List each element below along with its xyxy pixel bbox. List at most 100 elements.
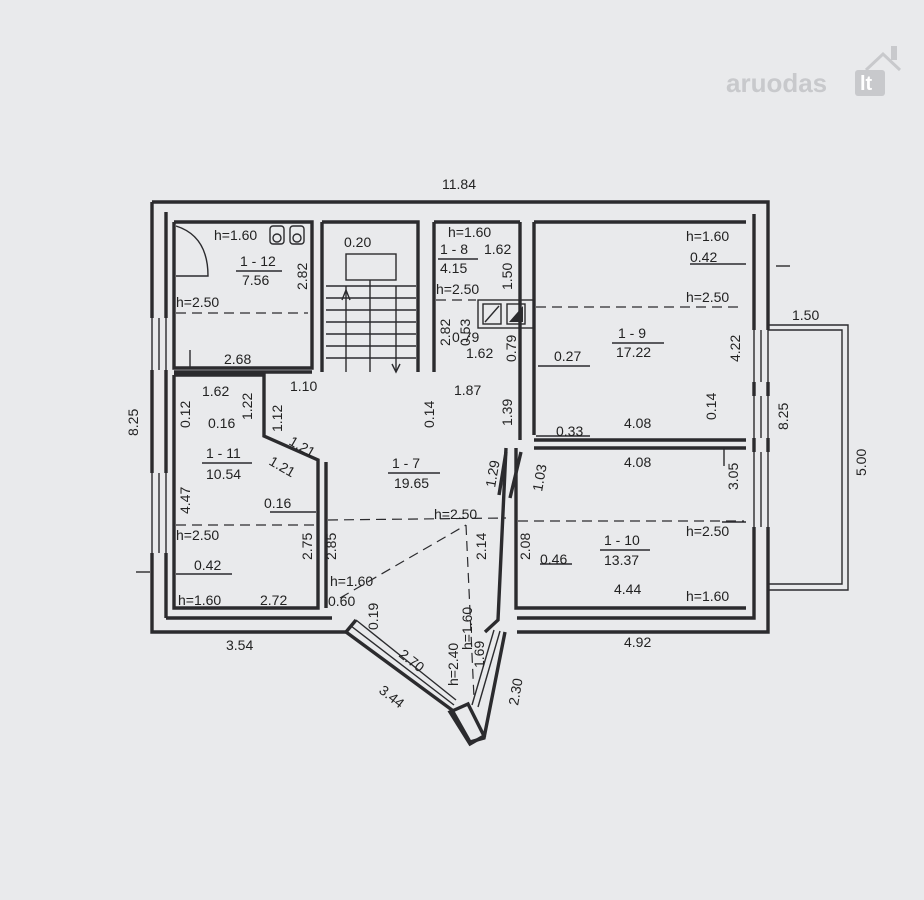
height-label: h=1.60 (686, 588, 729, 604)
height-label: h=2.50 (176, 527, 219, 543)
room-area: 10.54 (206, 466, 241, 482)
height-label: h=1.60 (686, 228, 729, 244)
dimension-label: 1.62 (202, 383, 229, 399)
dimension-label: 1.62 (484, 241, 511, 257)
dimension-label: 4.44 (614, 581, 641, 597)
dimension-label: 1.10 (290, 378, 317, 394)
dimension-label: 2.82 (437, 319, 453, 346)
dimension-label: 2.14 (473, 533, 489, 560)
dimension-label: 0.14 (421, 401, 437, 428)
height-label: h=1.60 (330, 573, 373, 589)
dimension-label: 0.79 (452, 329, 479, 345)
dimension-label: 0.33 (556, 423, 583, 439)
height-label: h=1.60 (178, 592, 221, 608)
technical-shaft (477, 299, 535, 329)
logo-roof (864, 51, 902, 72)
dimension-label: 4.92 (624, 634, 651, 650)
room-id: 1 - 12 (240, 253, 276, 269)
dimension-label: 1.21 (267, 453, 299, 481)
height-label: h=2.50 (176, 294, 219, 310)
windows (150, 318, 770, 553)
dimension-label: 0.16 (264, 495, 291, 511)
dimension-label: 0.12 (177, 401, 193, 428)
dimension-label: 3.54 (226, 637, 253, 653)
dimension-label: 1.03 (529, 463, 550, 493)
room-1-7: 1 - 7 19.65 (388, 455, 440, 491)
height-label: h=1.60 (459, 607, 475, 650)
dimension-label: 2.30 (505, 677, 526, 707)
height-label: h=2.50 (686, 523, 729, 539)
dimension-label: 0.19 (365, 603, 381, 630)
dimension-label: 0.27 (554, 348, 581, 364)
bay-window (344, 619, 507, 747)
dimension-label: 1.39 (499, 399, 515, 426)
room-1-10: 1 - 10 13.37 (600, 532, 650, 568)
staircase (326, 253, 416, 374)
room-area: 7.56 (242, 272, 269, 288)
height-label: h=2.50 (436, 281, 479, 297)
logo-badge (855, 70, 885, 96)
dimension-label: 1.62 (466, 345, 493, 361)
height-lines (176, 299, 744, 699)
room-area: 4.15 (440, 260, 467, 276)
dimension-label: 11.84 (442, 176, 476, 192)
dimension-label: 5.00 (853, 449, 869, 476)
dimension-label: 1.50 (792, 307, 819, 323)
room-area: 19.65 (394, 475, 429, 491)
dimension-label: 0.53 (457, 319, 473, 346)
logo-tld: lt (860, 73, 873, 95)
dimension-label: 1.12 (269, 405, 285, 432)
aruodas-logo: aruodas lt (726, 46, 902, 98)
bathroom-fixtures (175, 225, 305, 277)
dimension-label: 2.08 (517, 533, 533, 560)
dimension-label: 1.69 (471, 641, 487, 668)
height-label: h=2.50 (434, 506, 477, 522)
room-id: 1 - 7 (392, 455, 420, 471)
dimension-label: 1.87 (454, 382, 481, 398)
height-label: h=1.60 (448, 224, 491, 240)
room-1-12: 1 - 12 7.56 (236, 253, 282, 288)
dimension-label: 2.82 (294, 263, 310, 290)
dimension-label: 4.22 (727, 335, 743, 362)
balcony (768, 324, 849, 591)
dimension-label: 0.79 (503, 335, 519, 362)
dimension-marks (136, 263, 790, 575)
room-area: 13.37 (604, 552, 639, 568)
dimension-label: 2.85 (323, 533, 339, 560)
height-label: h=2.50 (686, 289, 729, 305)
dimension-label: 2.68 (224, 351, 251, 367)
dimension-label: 3.44 (376, 682, 407, 712)
dimension-label: 2.75 (299, 533, 315, 560)
room-1-8: 1 - 8 4.15 (438, 241, 478, 276)
dimension-label: 0.42 (194, 557, 221, 573)
dimension-label: 0.14 (703, 393, 719, 420)
room-id: 1 - 9 (618, 325, 646, 341)
dimension-label: 0.20 (344, 234, 371, 250)
height-label: h=2.40 (445, 643, 461, 686)
dimension-label: 4.08 (624, 454, 651, 470)
dimension-label: 2.72 (260, 592, 287, 608)
dimension-label: 4.08 (624, 415, 651, 431)
dimension-label: 8.25 (775, 403, 791, 430)
height-labels: h=1.60 h=2.50 h=1.60 h=2.50 h=1.60 h=2.5… (176, 224, 729, 686)
logo-chimney (891, 46, 897, 60)
dimension-label: 0.42 (690, 249, 717, 265)
room-labels: 1 - 12 7.56 1 - 8 4.15 1 - 9 17.22 1 - 1… (202, 241, 664, 568)
interior-walls (172, 220, 746, 634)
room-1-9: 1 - 9 17.22 (612, 325, 664, 360)
logo-word: aruodas (726, 68, 827, 98)
height-label: h=1.60 (214, 227, 257, 243)
dimension-label: 1.22 (239, 393, 255, 420)
dimension-label: 8.25 (125, 409, 141, 436)
room-1-11: 1 - 11 10.54 (202, 445, 252, 482)
dimension-label: 0.60 (328, 593, 355, 609)
dimension-label: 4.47 (177, 487, 193, 514)
room-id: 1 - 8 (440, 241, 468, 257)
room-area: 17.22 (616, 344, 651, 360)
dimension-label: 1.50 (499, 263, 515, 290)
dimension-label: 1.29 (482, 459, 503, 489)
room-id: 1 - 10 (604, 532, 640, 548)
dimension-label: 3.05 (725, 463, 741, 490)
